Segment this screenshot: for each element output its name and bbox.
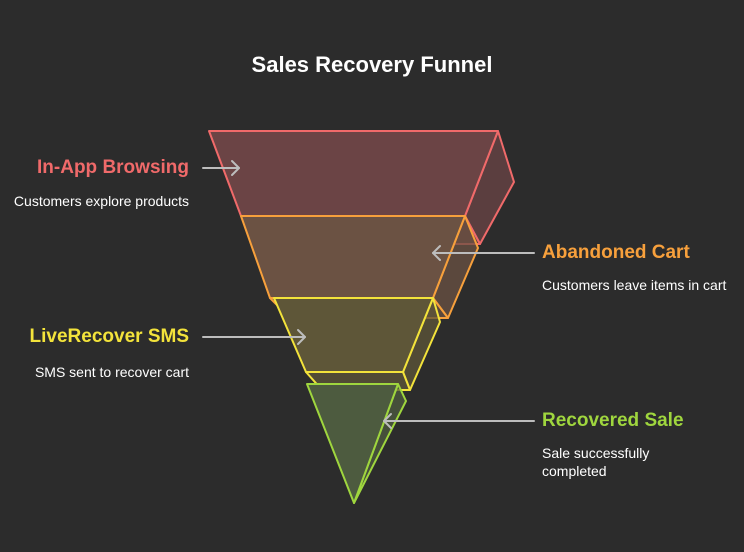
- stage-description-recovered-sale: Sale successfully completed: [542, 445, 650, 479]
- stage-description-liverecover-sms: SMS sent to recover cart: [34, 364, 189, 380]
- funnel-stage-4-front: [306, 383, 399, 504]
- arrow-1-head: [231, 160, 240, 176]
- arrow-4-head: [383, 413, 392, 429]
- arrow-in-app-browsing: [202, 160, 240, 176]
- stage-title-liverecover-sms: LiveRecover SMS: [29, 326, 189, 347]
- funnel-stage-3-front: [273, 297, 434, 373]
- stage-title-in-app-browsing: In-App Browsing: [37, 157, 189, 178]
- diagram-title: Sales Recovery Funnel: [251, 52, 493, 77]
- stage-description-in-app-browsing: Customers explore products: [13, 193, 189, 209]
- arrow-liverecover-sms: [202, 329, 306, 345]
- stage-description-abandoned-cart: Customers leave items in cart: [542, 277, 727, 293]
- funnel-stage-1-front: [208, 130, 499, 217]
- funnel-stage-2-front: [240, 215, 466, 299]
- stage-title-abandoned-cart: Abandoned Cart: [542, 242, 690, 263]
- arrow-2-head: [432, 245, 441, 261]
- funnel-stage-recovered-sale: [306, 383, 407, 504]
- arrow-abandoned-cart: [432, 245, 535, 261]
- arrow-recovered-sale: [383, 413, 535, 429]
- stage-title-recovered-sale: Recovered Sale: [542, 410, 684, 431]
- arrow-3-head: [297, 329, 306, 345]
